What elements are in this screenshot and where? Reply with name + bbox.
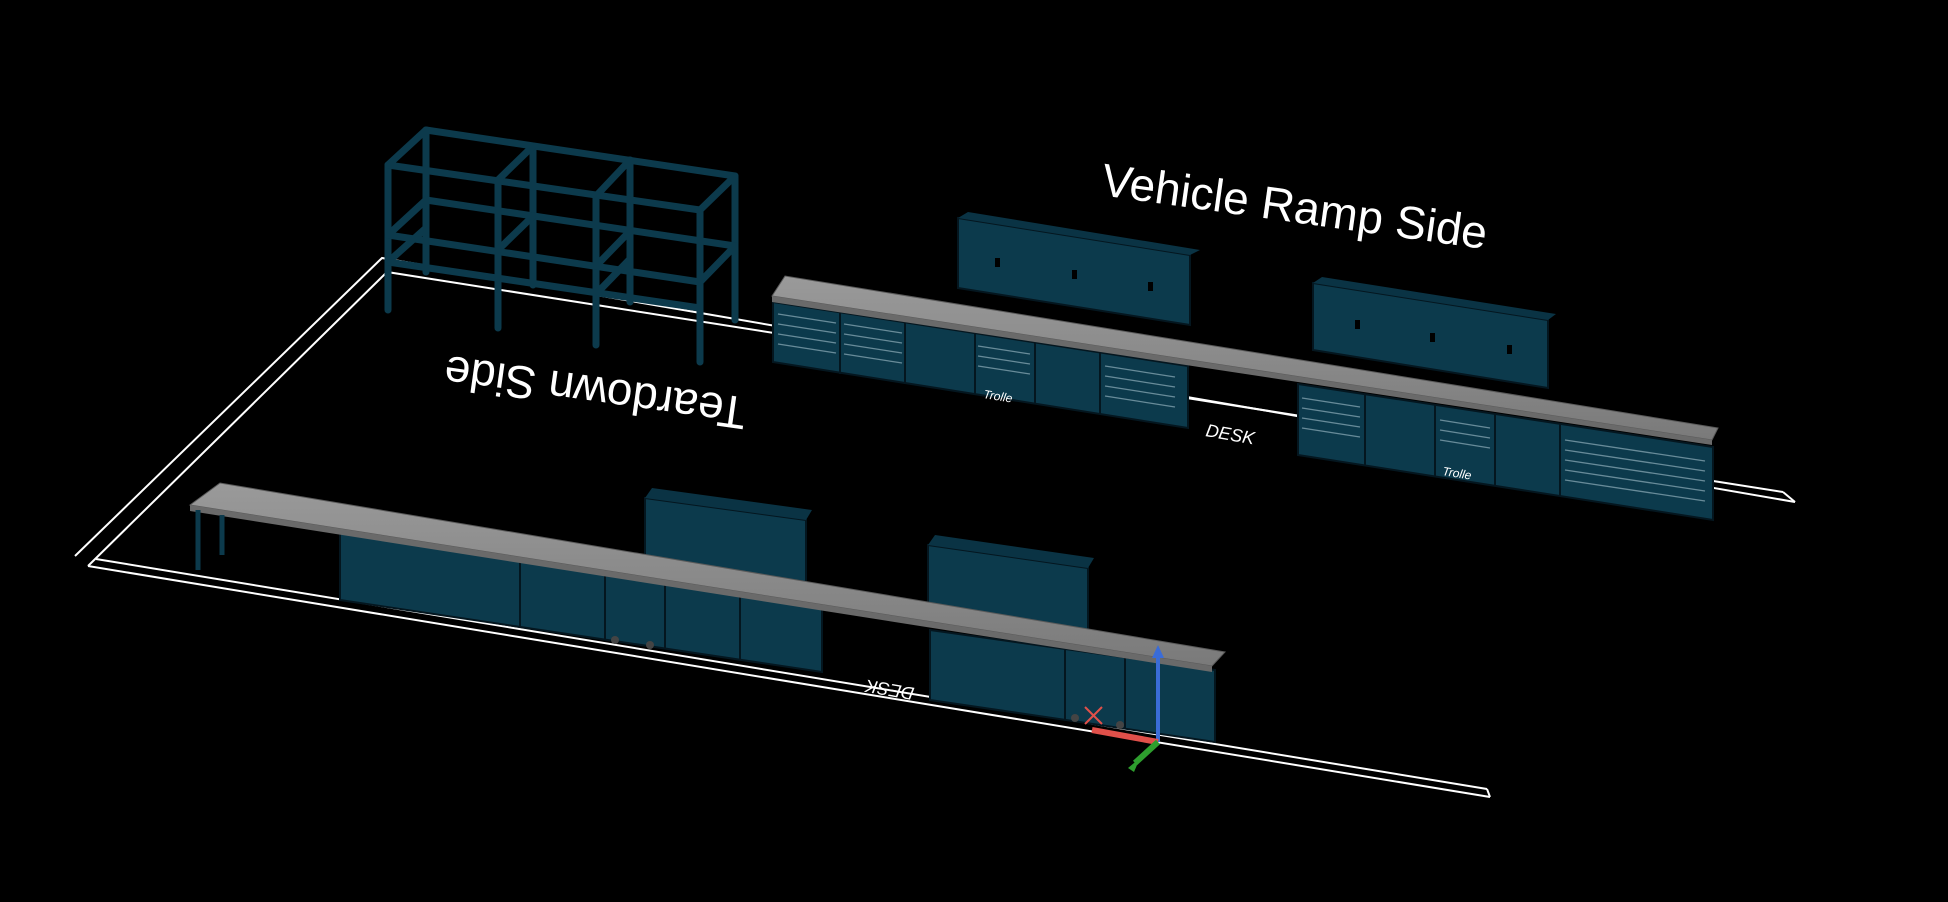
crosshair-cursor-icon: [1084, 706, 1103, 725]
desk-label-upper: DESK: [1204, 420, 1257, 448]
ucs-axis-icon[interactable]: [1091, 645, 1164, 772]
bench-top: [188, 482, 1226, 667]
lower-workbench-run: [188, 482, 1226, 744]
upper-workbench-run: Trolle Trolle: [771, 212, 1719, 522]
trolley-label: Trolle: [1442, 464, 1473, 482]
desk-label-lower: DESK: [863, 675, 916, 703]
pallet-racking: [384, 126, 739, 366]
trolley-label: Trolle: [983, 387, 1014, 405]
